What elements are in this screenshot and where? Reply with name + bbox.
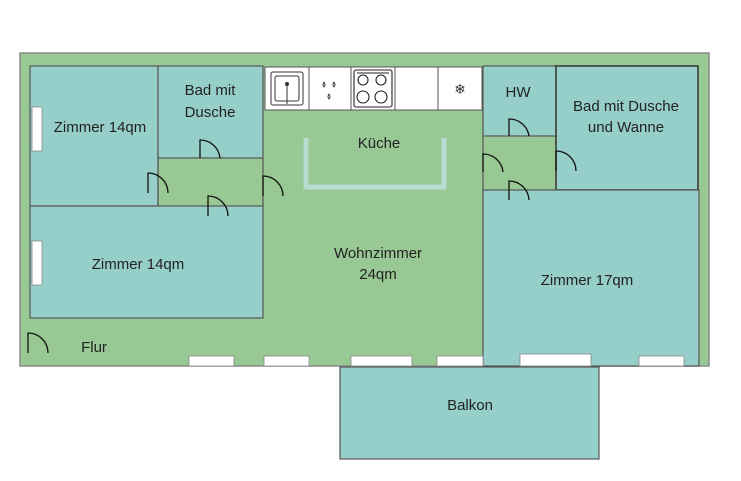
windows: [31, 106, 685, 367]
window-bottom-1: [188, 355, 235, 367]
flur-label: Flur: [81, 339, 107, 356]
door-wohnzimmer: [262, 175, 284, 197]
window-bottom-5: [519, 353, 592, 367]
bad-dusche-wanne-room: [555, 65, 699, 191]
dishwasher-icon: [322, 81, 336, 100]
door-flur: [27, 332, 49, 354]
door-vestibule: [482, 153, 504, 173]
doors: [27, 118, 577, 354]
window-bottom-2: [263, 355, 310, 367]
zimmer-14-bottom-label: Zimmer 14qm: [92, 256, 185, 273]
door-zimmer3: [508, 180, 530, 201]
hw-label: HW: [506, 84, 532, 101]
wohnzimmer-label-line2: 24qm: [359, 266, 397, 283]
zimmer-14-top-room: [29, 65, 159, 207]
zimmer-14-top-label: Zimmer 14qm: [54, 119, 147, 136]
hw-room: [482, 65, 557, 137]
door-zimmer1: [147, 172, 169, 194]
bad-dusche-wanne-label-line2: und Wanne: [588, 119, 664, 136]
wohnzimmer-label-line1: Wohnzimmer: [334, 245, 422, 262]
window-left-bottom: [31, 240, 43, 286]
bad-dusche-room: [157, 65, 264, 159]
sink-icon: [270, 71, 304, 106]
window-bottom-6: [638, 355, 685, 367]
window-bottom-3: [350, 355, 413, 367]
window-left-top: [31, 106, 43, 152]
bad-dusche-label-line1: Bad mit: [185, 82, 237, 99]
door-hw: [508, 118, 530, 137]
stove-icon: [353, 69, 393, 108]
zimmer-17-label: Zimmer 17qm: [541, 272, 634, 289]
zimmer-14-bottom-room: [29, 205, 264, 319]
bad-dusche-label-line2: Dusche: [185, 104, 236, 121]
bad-dusche-wanne-label-line1: Bad mit Dusche: [573, 98, 679, 115]
zimmer-17-room: [482, 189, 700, 367]
balkon-area: [339, 366, 600, 460]
kueche-label: Küche: [358, 135, 401, 152]
snowflake-icon: ❄: [454, 82, 466, 98]
door-bad1: [199, 139, 221, 159]
kitchen-island: [303, 138, 447, 190]
window-bottom-4: [436, 355, 484, 367]
balkon-label: Balkon: [447, 397, 493, 414]
door-zimmer2: [207, 195, 229, 217]
door-bad2: [555, 150, 577, 172]
